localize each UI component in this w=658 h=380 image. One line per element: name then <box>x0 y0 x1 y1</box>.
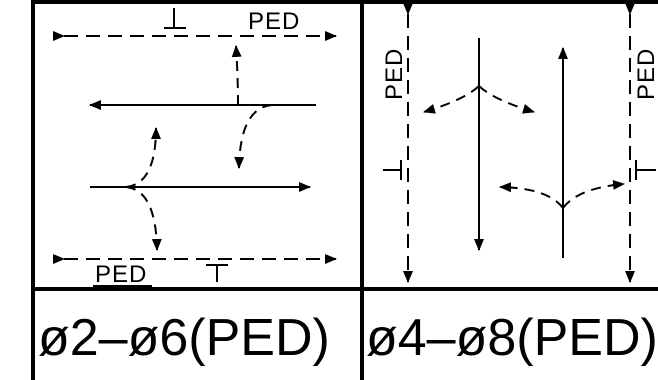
turn-arrow-upper-north <box>231 45 242 106</box>
ped-button-icon-bottom <box>206 264 228 282</box>
ped-label-left: PED <box>381 48 408 100</box>
phase-label-left: ø2–ø6(PED) <box>38 309 330 367</box>
frame <box>31 0 658 380</box>
turn-arrow-northbound-west <box>499 182 564 209</box>
panel-right <box>383 3 656 283</box>
turn-arrow-lower-south <box>125 186 162 251</box>
ped-label-right: PED <box>633 48 658 100</box>
turn-arrow-southbound-east <box>478 85 535 114</box>
ped-label-top: PED <box>248 8 300 35</box>
ped-button-icon-right <box>635 160 656 180</box>
ped-button-icon-top <box>164 8 186 29</box>
phase-label-right: ø4–ø8(PED) <box>366 309 658 367</box>
turn-arrow-upper-south <box>234 104 273 169</box>
ped-label-bottom: PED <box>95 261 147 288</box>
turn-arrow-northbound-east <box>562 179 625 209</box>
turn-arrow-southbound-west <box>423 85 480 114</box>
ped-button-icon-left <box>383 160 402 180</box>
turn-arrow-lower-north <box>125 127 161 188</box>
panel-left <box>53 8 337 287</box>
